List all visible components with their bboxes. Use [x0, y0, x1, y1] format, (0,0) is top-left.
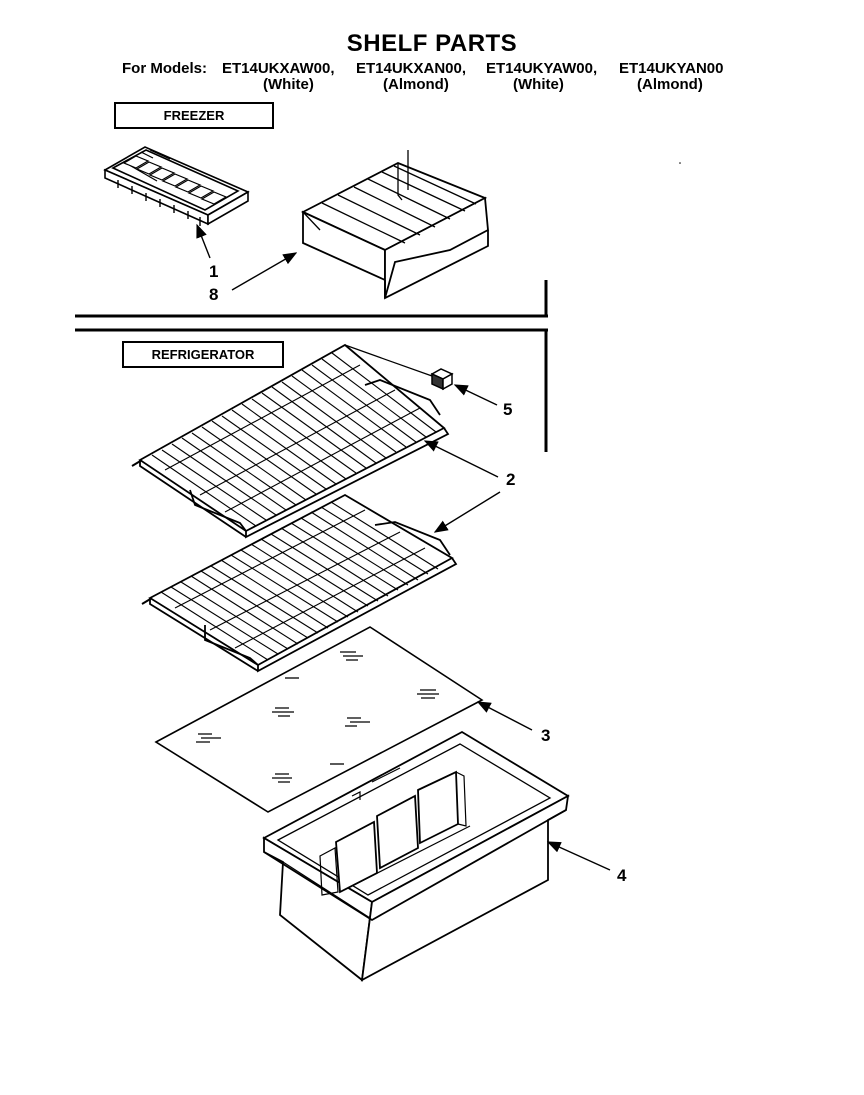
callout-leader [476, 701, 533, 731]
callout-number: 8 [209, 285, 219, 304]
callout-leader [453, 384, 498, 406]
callout-number: 5 [503, 400, 513, 419]
callout-number: 1 [209, 262, 219, 281]
model-number: ET14UKYAN00 [619, 60, 724, 77]
model-color: (Almond) [383, 76, 449, 93]
model-number: ET14UKXAW00, [222, 60, 335, 77]
refrigerator-section-label: REFRIGERATOR [122, 341, 284, 368]
crisper-glass-cover [154, 626, 484, 813]
callout-leader [546, 841, 611, 871]
page-title: SHELF PARTS [346, 30, 518, 57]
model-color: (White) [513, 76, 564, 93]
freezer-section-label: FREEZER [114, 102, 274, 129]
callout-leader [231, 252, 298, 291]
crisper-drawer [262, 730, 570, 982]
callout-number: 4 [617, 866, 627, 885]
refrigerator-wire-shelf-lower [141, 493, 458, 673]
model-number: ET14UKXAN00, [356, 60, 467, 77]
model-color: (White) [263, 76, 314, 93]
models-label: For Models: [122, 60, 207, 77]
callout-leader [423, 440, 499, 478]
callout-number: 3 [541, 726, 551, 745]
model-number: ET14UKYAW00, [486, 60, 598, 77]
freezer-wire-shelf [300, 150, 489, 300]
shelf-clip [430, 368, 454, 391]
callout-leader [433, 491, 501, 533]
callout-leader [196, 223, 211, 259]
callout-number: 2 [506, 470, 516, 489]
refrigerator-wire-shelf-upper [131, 343, 450, 539]
model-color: (Almond) [637, 76, 703, 93]
ice-cube-tray [103, 146, 250, 226]
section-divider [75, 280, 548, 452]
